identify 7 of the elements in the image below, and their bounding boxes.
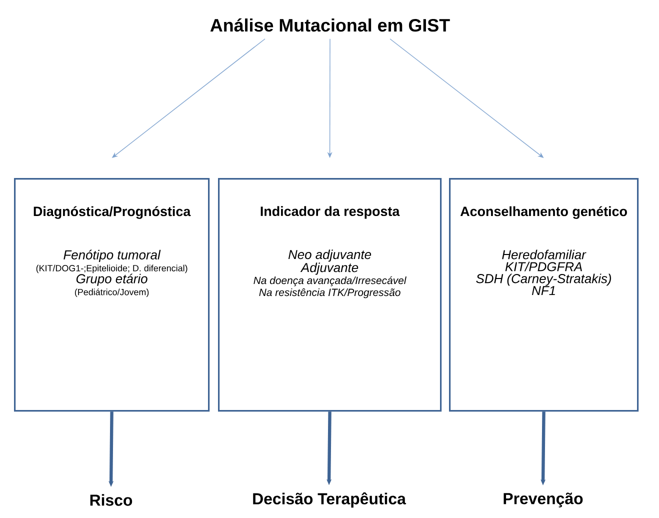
content-box: Diagnóstica/Prognóstica Fenótipo tumoral (KIT/DOG1-;Epitelioide; D. diferencial) Grupo etário (Pediátrico/Jovem) [14,178,210,412]
title-text: Análise Mutacional em GIST [210,18,450,32]
outcome-text: Decisão Terapêutica [253,492,406,508]
content-box: Indicador da resposta Neo adjuvante Adjuvante Na doença avançada/Irresecável Na resistência ITK/Progressão [218,178,442,412]
outcome-text: Risco [90,494,132,506]
outcome-text: Prevenção [504,492,583,508]
content-box: Aconselhamento genético Heredofamiliar KIT/PDGFRA SDH (Carney-Stratakis) NF1 [449,178,639,412]
